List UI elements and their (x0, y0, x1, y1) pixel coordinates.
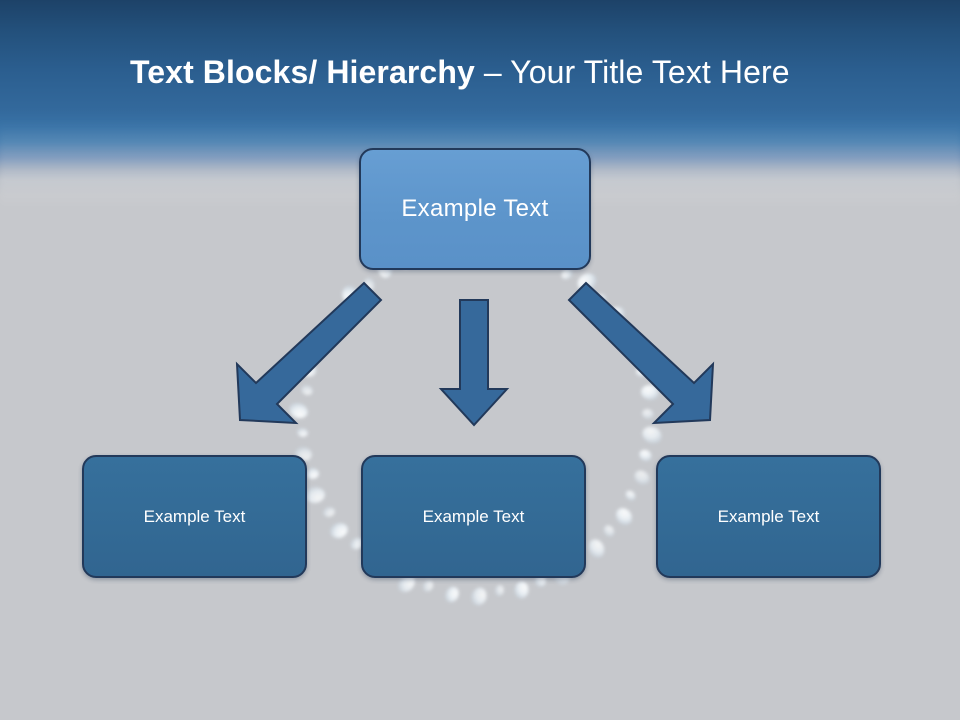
node-bottom-1[interactable]: Example Text (82, 455, 307, 578)
node-top-label: Example Text (401, 195, 549, 222)
slide-title: Text Blocks/ Hierarchy – Your Title Text… (130, 52, 890, 92)
node-bottom-3[interactable]: Example Text (656, 455, 881, 578)
node-bottom-3-label: Example Text (717, 506, 820, 526)
node-bottom-2[interactable]: Example Text (361, 455, 586, 578)
slide-title-strong: Text Blocks/ Hierarchy (130, 54, 484, 90)
node-top[interactable]: Example Text (359, 148, 591, 270)
node-bottom-2-label: Example Text (422, 506, 525, 526)
slide-title-rest: – Your Title Text Here (483, 54, 790, 90)
node-bottom-1-label: Example Text (143, 506, 246, 526)
